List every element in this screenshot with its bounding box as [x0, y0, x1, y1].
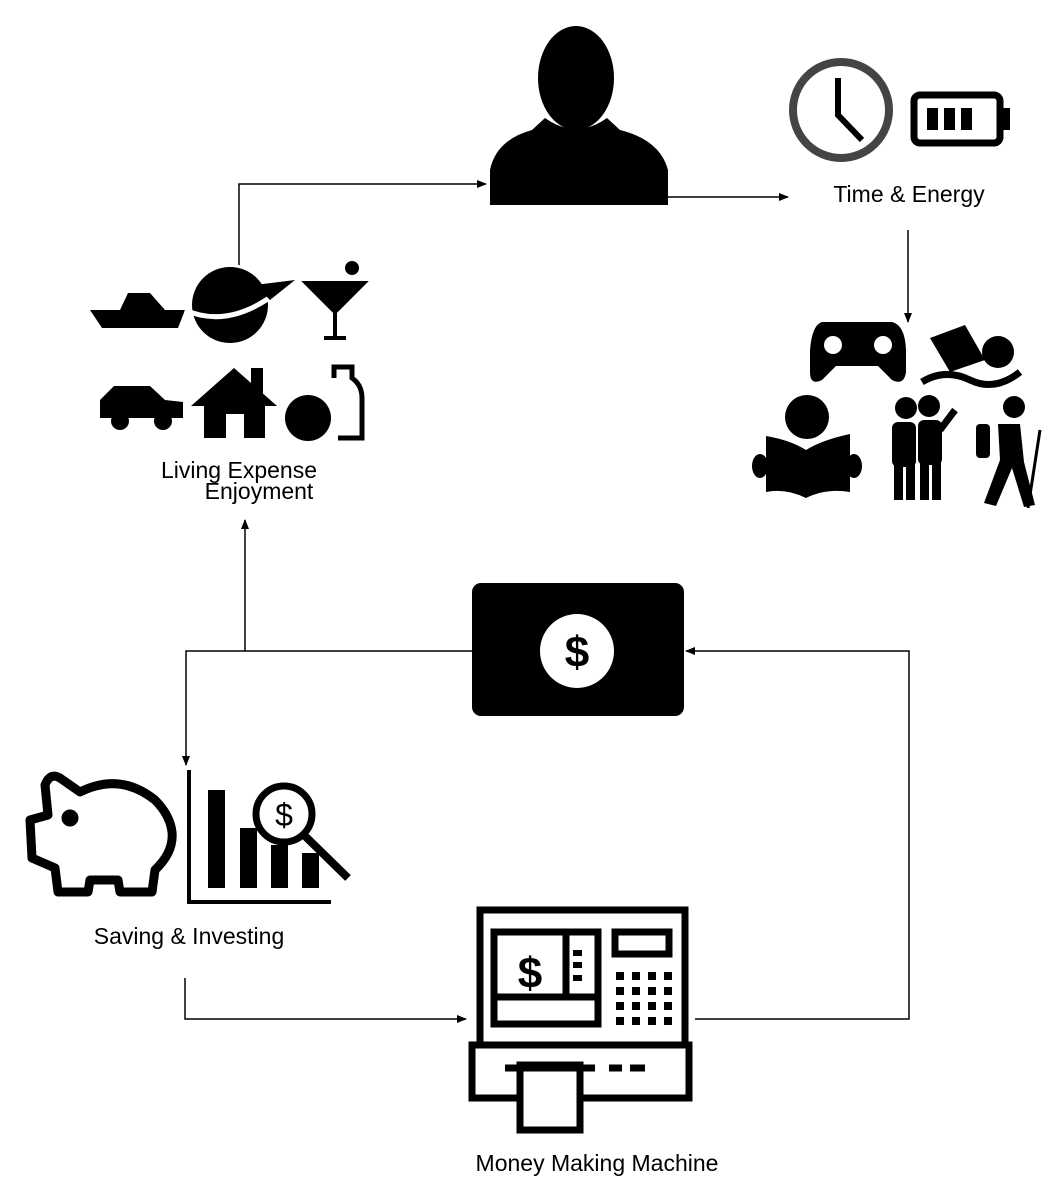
car-icon: [100, 386, 183, 430]
arrow-money-to-saving: [182, 650, 472, 766]
globe-plane-icon: [183, 267, 295, 343]
magnifier-dollar-icon: $: [252, 782, 351, 881]
clock-icon: [789, 58, 893, 162]
swimmer-icon: [920, 325, 1023, 388]
gamepad-icon: [810, 322, 906, 382]
arrow-expense-to-person: [238, 180, 487, 265]
bar-chart-icon: [187, 770, 331, 904]
atm-keypad: [573, 950, 672, 1025]
dollar-symbol: $: [518, 949, 542, 998]
time-energy-label: Time & Energy: [833, 181, 985, 207]
friends-icon: [892, 395, 958, 500]
dollar-symbol: $: [565, 628, 589, 677]
money-card: $: [472, 583, 684, 716]
reader-icon: [752, 395, 862, 498]
saving-investing-label: Saving & Investing: [94, 923, 285, 949]
arrow-machine-to-money: [685, 647, 910, 1020]
atm-machine-icon: [468, 906, 693, 1134]
money-making-machine-label: Money Making Machine: [476, 1150, 719, 1176]
cocktail-icon: [301, 261, 369, 340]
house-icon: [191, 368, 277, 438]
arrow-saving-to-machine: [184, 978, 467, 1023]
battery-icon: [910, 91, 1010, 147]
enjoyment-label: Enjoyment: [205, 478, 314, 504]
dollar-symbol: $: [275, 797, 293, 833]
dollar-coin-icon: [540, 614, 614, 688]
groceries-icon: [285, 364, 365, 441]
living-expense-label: Living Expense: [161, 457, 317, 483]
person-icon: [490, 26, 668, 205]
hiker-icon: [976, 396, 1042, 509]
boat-icon: [90, 293, 185, 328]
piggy-bank-icon: [25, 771, 177, 897]
